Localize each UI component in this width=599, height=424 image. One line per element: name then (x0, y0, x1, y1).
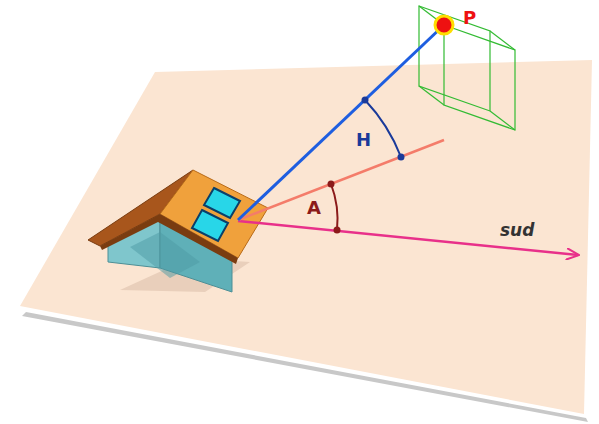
wireframe-cube (419, 6, 515, 130)
arc-end-dot (334, 227, 341, 234)
sun-direction-line (238, 25, 444, 220)
solar-panel (192, 210, 228, 241)
arc-end-dot (328, 181, 335, 188)
ground-plane (20, 60, 592, 414)
ground-projection-line (238, 140, 444, 220)
point-label: P (463, 9, 476, 27)
sun-point (435, 16, 453, 34)
south-arrow (238, 221, 578, 255)
arc-end-dot (398, 154, 405, 161)
angle-label: H (356, 131, 371, 149)
angle-label: A (307, 199, 321, 217)
azimuth-arc (331, 184, 338, 230)
arc-end-dot (362, 97, 369, 104)
direction-label: sud (500, 222, 534, 239)
